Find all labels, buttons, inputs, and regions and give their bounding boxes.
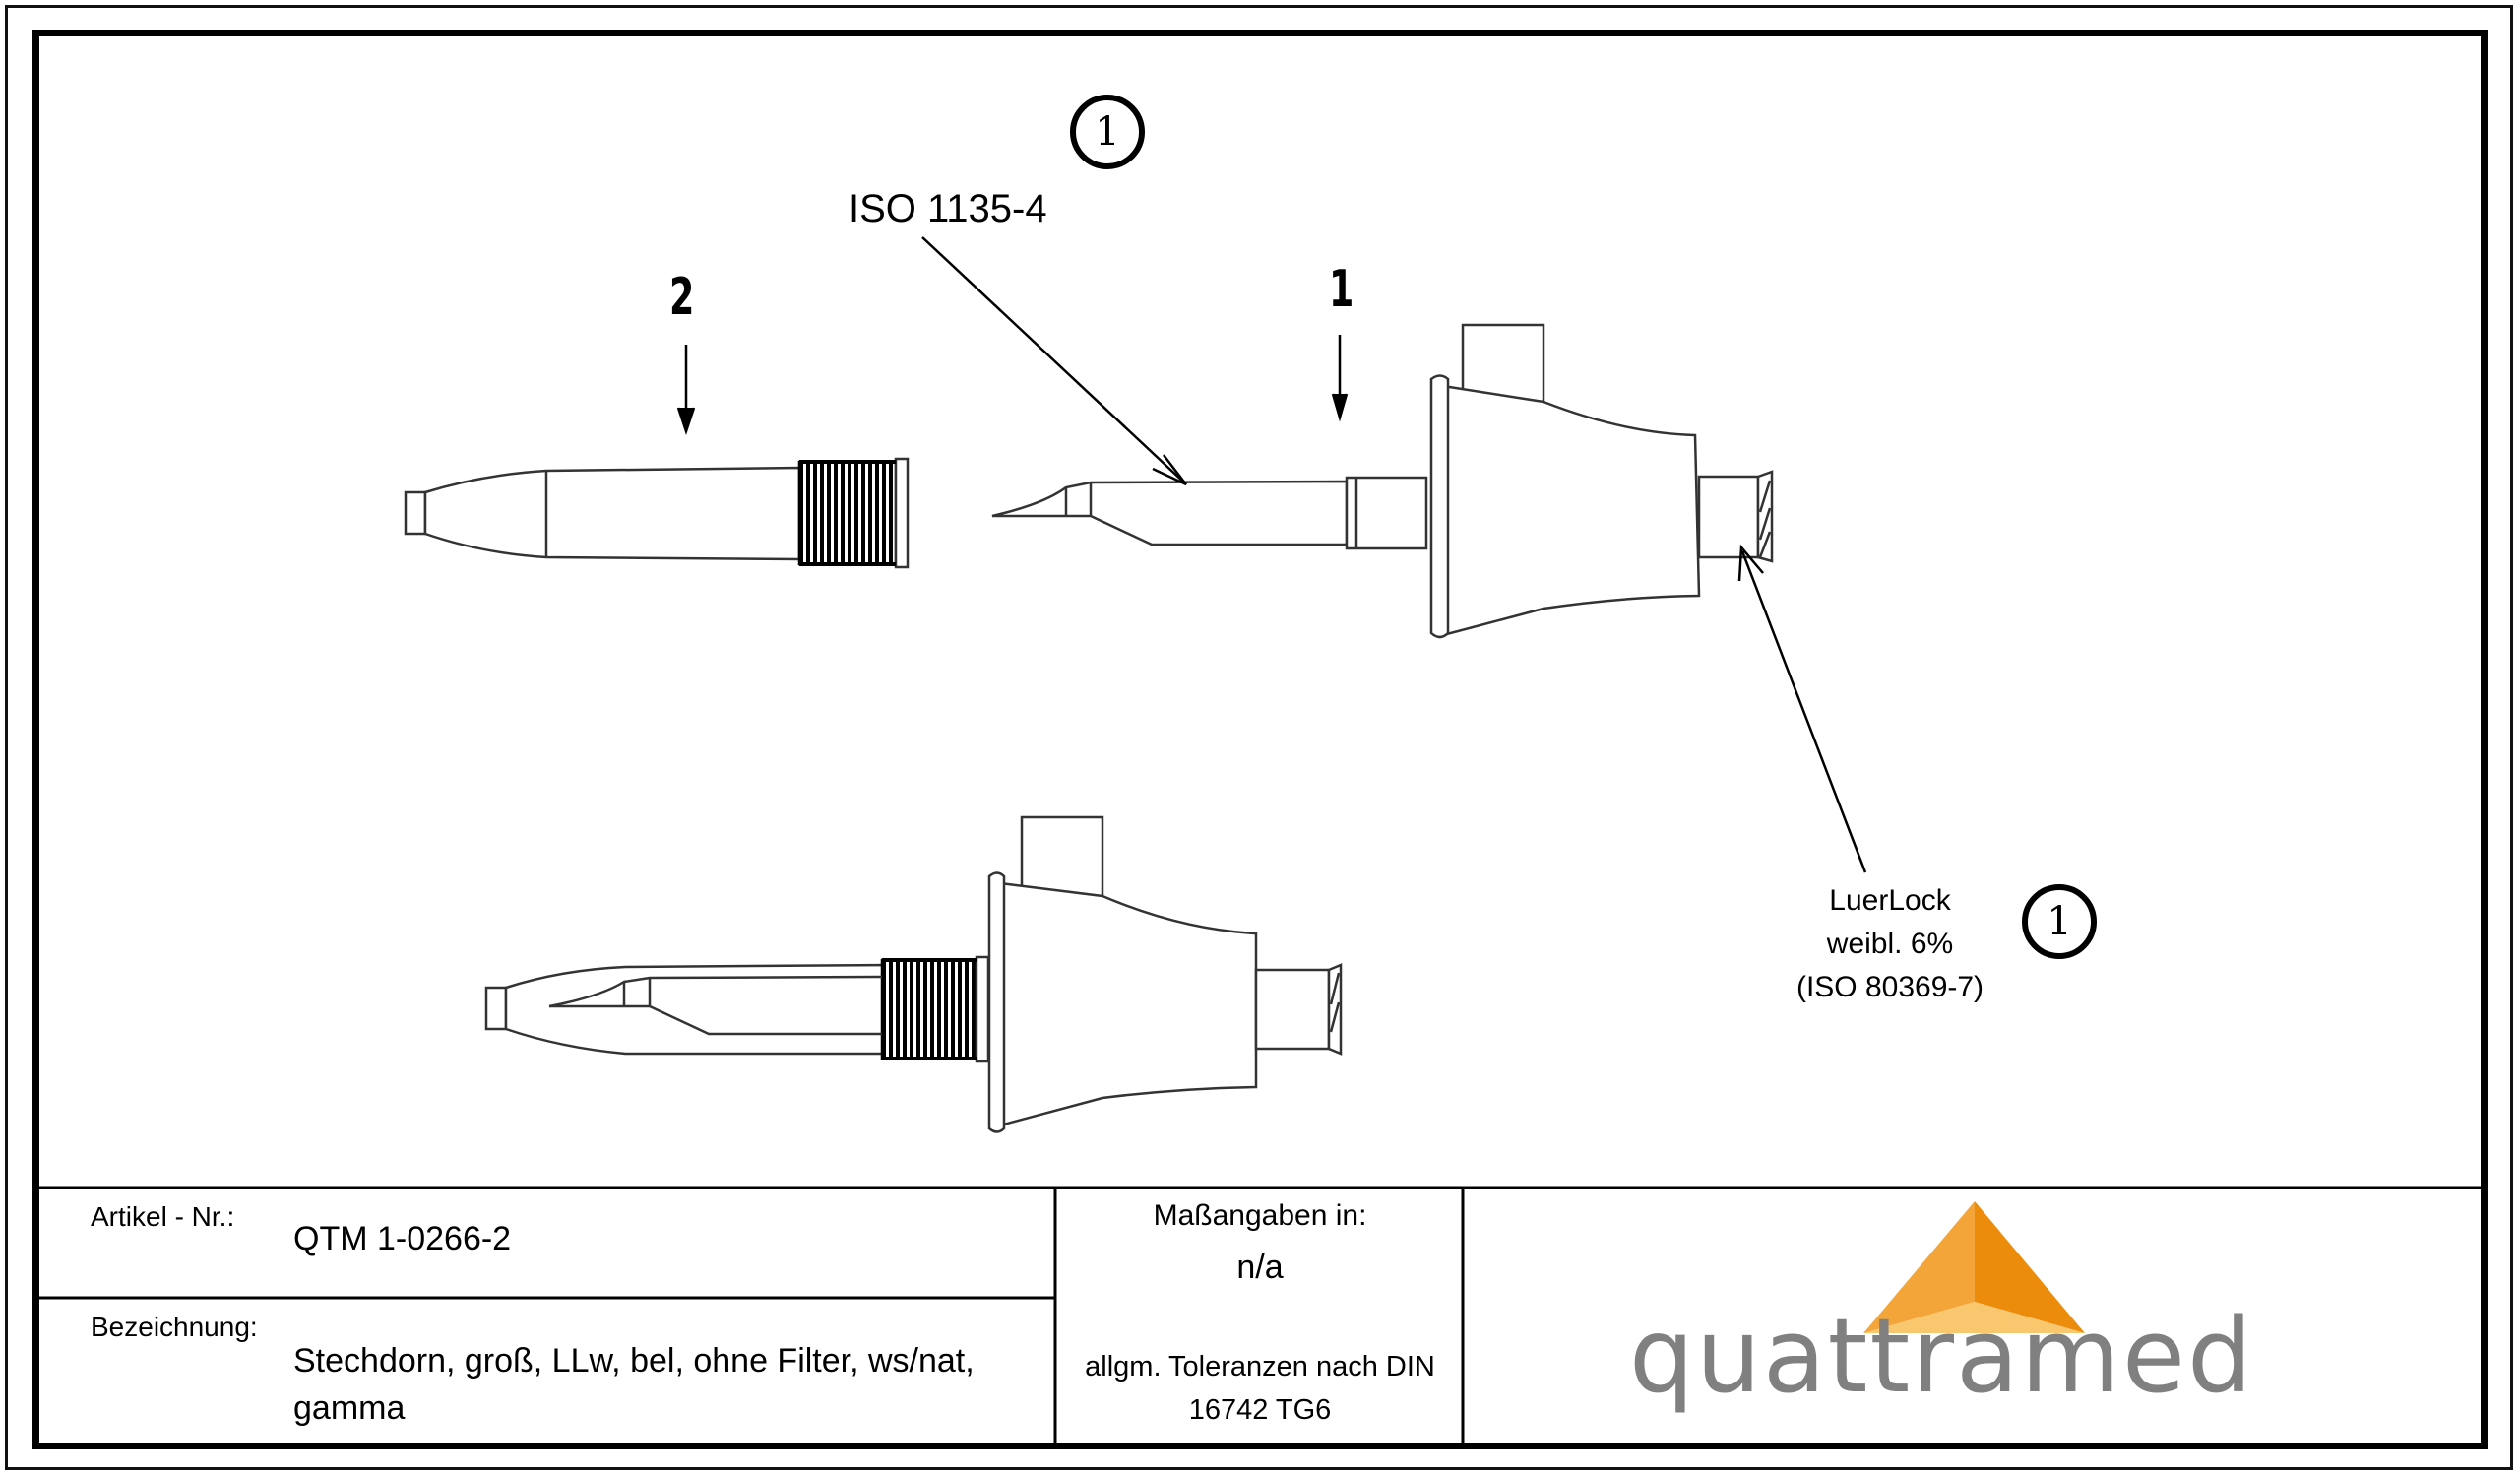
description-label: Bezeichnung:	[91, 1312, 258, 1342]
tolerance-line2: 16742 TG6	[1188, 1394, 1332, 1426]
units-label: Maßangaben in:	[1153, 1199, 1367, 1232]
part-number-1-label: 1	[1329, 260, 1354, 319]
leader-lines	[676, 236, 1867, 873]
protective-cap-drawing	[404, 457, 910, 569]
assembled-spike-drawing	[484, 815, 1343, 1133]
title-block-grid	[39, 1186, 2481, 1443]
luerlock-line2: weibl. 6%	[1826, 928, 1954, 960]
article-number-label: Artikel - Nr.:	[91, 1201, 235, 1232]
luerlock-line3: (ISO 80369-7)	[1796, 971, 1984, 1003]
spike-drawing	[991, 323, 1774, 639]
article-number-value: QTM 1-0266-2	[293, 1220, 512, 1257]
description-line1: Stechdorn, groß, LLw, bel, ohne Filter, …	[293, 1342, 975, 1380]
description-line2: gamma	[293, 1389, 406, 1427]
tolerance-line1: allgm. Toleranzen nach DIN	[1085, 1351, 1435, 1382]
part-number-2-label: 2	[669, 268, 695, 327]
tolerance-note: allgm. Toleranzen nach DIN 16742 TG6	[1057, 1345, 1463, 1432]
circled-reference-right: 1	[2022, 884, 2097, 959]
inner-frame	[32, 30, 2488, 1449]
description-value: Stechdorn, groß, LLw, bel, ohne Filter, …	[293, 1337, 975, 1432]
units-value: n/a	[1236, 1249, 1284, 1286]
outer-frame	[5, 5, 2513, 1470]
logo-wordmark: quattramed	[1629, 1296, 2255, 1416]
iso-1135-callout-label: ISO 1135-4	[849, 187, 1047, 230]
luerlock-line1: LuerLock	[1829, 884, 1951, 917]
circled-reference-top: 1	[1070, 95, 1145, 169]
luerlock-callout: LuerLock weibl. 6% (ISO 80369-7)	[1752, 879, 2028, 1009]
